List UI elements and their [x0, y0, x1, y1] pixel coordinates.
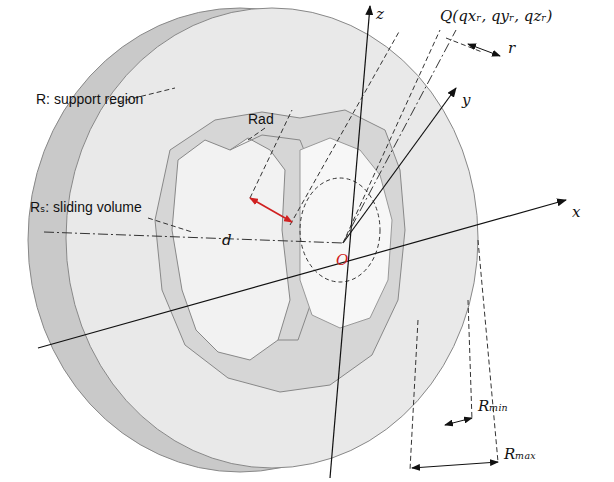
axis-label: x — [572, 204, 580, 221]
axis-label: y — [462, 92, 470, 109]
dimension-label: r — [508, 40, 515, 57]
distance-label: d — [222, 232, 232, 249]
origin-label: O — [336, 252, 348, 269]
dimension-label: Rₘₐₓ — [504, 446, 535, 463]
region-label: Rₛ: sliding volume — [30, 200, 142, 215]
dimension-label: Rₘᵢₙ — [478, 398, 508, 415]
region-label: R: support region — [36, 92, 143, 107]
point-label: Q(qxᵣ, qyᵣ, qzᵣ) — [440, 8, 552, 25]
radius-label: Rad — [248, 112, 274, 127]
axis-label: z — [376, 6, 384, 23]
